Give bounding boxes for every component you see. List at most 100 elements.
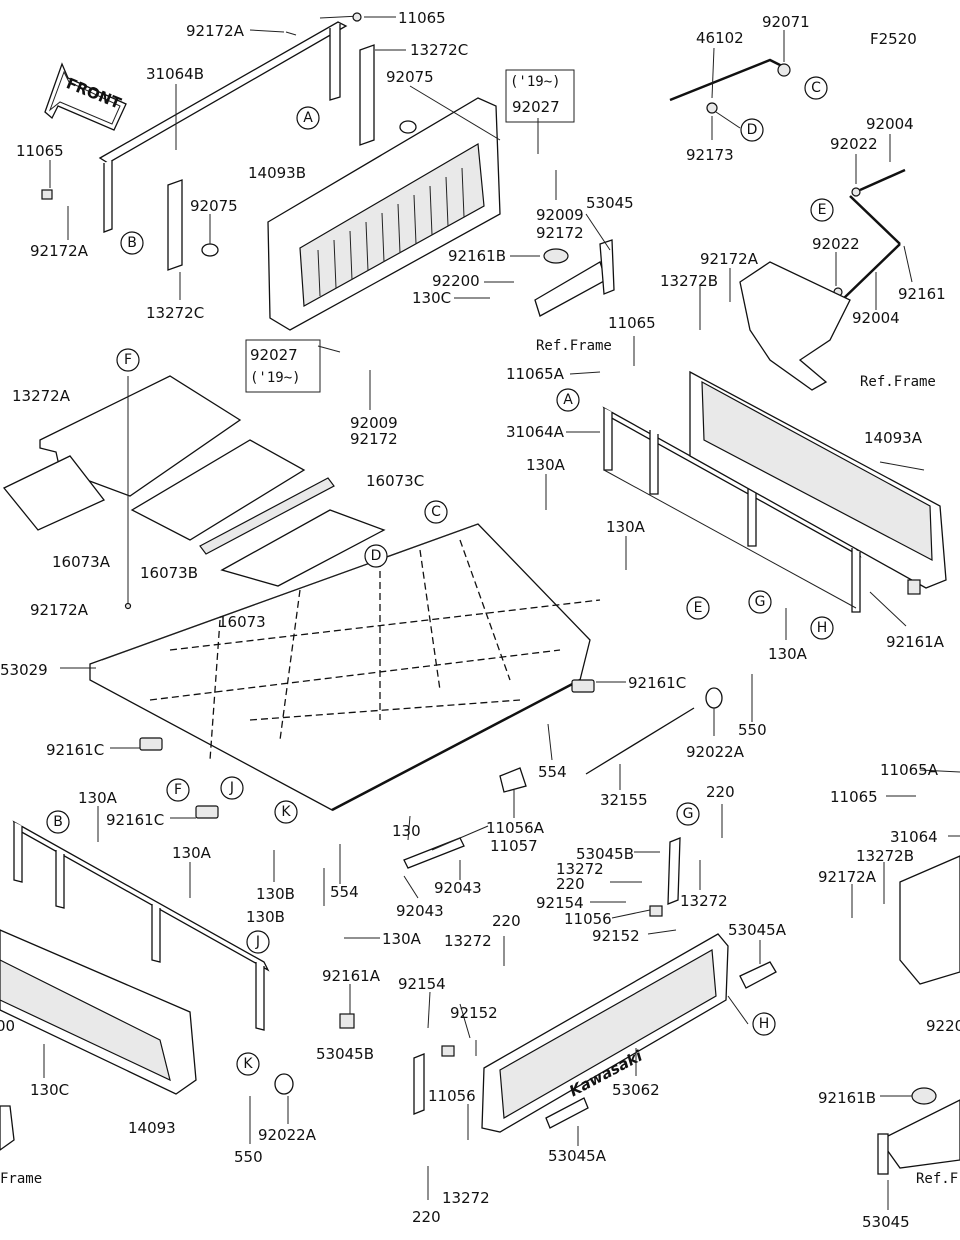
part-number-label: 00	[0, 1017, 15, 1035]
callout-letter: K	[243, 1056, 253, 1072]
reference-note: ('19~)	[250, 370, 301, 386]
part-number-label: 53029	[0, 661, 48, 679]
reference-note: Ref.Frame	[860, 374, 936, 390]
callout-letter: E	[818, 202, 827, 218]
callout-letter: G	[683, 806, 694, 822]
part-number-label: 14093B	[248, 164, 306, 182]
part-number-label: 92009	[350, 414, 398, 432]
ref-frame-left-partial	[0, 1105, 15, 1151]
latch-53045-upper	[534, 261, 607, 317]
part-number-label: 16073C	[366, 472, 424, 490]
part-number-label: 11065A	[506, 365, 565, 383]
part-labels: 92172A 11065 13272C 31064B 92075 46102 9…	[0, 9, 960, 1231]
part-number-label: 92022A	[258, 1126, 317, 1144]
bed-floor-53029	[89, 523, 601, 812]
part-number-label: 92154	[536, 894, 584, 912]
strip-16073C	[199, 477, 335, 555]
callout-letter: B	[127, 235, 137, 251]
part-number-label: 13272	[556, 860, 604, 878]
part-number-label: 13272C	[410, 41, 468, 59]
part-number-label: 13272B	[660, 272, 718, 290]
rail-lower-left	[12, 820, 270, 1031]
part-number-label: 92172A	[186, 22, 245, 40]
part-number-label: 53045B	[576, 845, 634, 863]
side-panel-14093A	[689, 370, 947, 589]
grommet-92075-lower	[201, 243, 219, 257]
part-number-label: 31064A	[506, 423, 565, 441]
year-note-box-upper: ('19~) 92027	[505, 69, 575, 123]
part-number-label: 14093A	[864, 429, 923, 447]
part-number-label: 92022	[830, 135, 878, 153]
callout-letter: J	[229, 780, 234, 796]
rail-31064B	[98, 15, 361, 233]
mat-16073	[220, 509, 386, 587]
part-number-label: 92043	[434, 879, 482, 897]
part-number-label: 92152	[450, 1004, 498, 1022]
pin-92043-lower	[403, 837, 465, 869]
part-number-label: 92161A	[322, 967, 381, 985]
bumper-92161C-right	[571, 679, 595, 693]
part-number-label: 92027	[512, 98, 560, 116]
strap-53045B-lower	[413, 1053, 425, 1115]
cap-92161B-lower	[911, 1087, 937, 1105]
side-panel-right-partial	[899, 855, 960, 985]
part-number-label: 11056	[428, 1087, 476, 1105]
part-number-label: 554	[538, 763, 567, 781]
front-arrow: FRONT	[44, 62, 127, 131]
mat-16073B	[130, 439, 306, 541]
part-number-label: 130C	[30, 1081, 69, 1099]
part-number-label: 220	[706, 783, 735, 801]
part-number-label: 53045	[586, 194, 634, 212]
strap-53045B-upper	[667, 837, 681, 905]
callout-letter: C	[431, 504, 441, 520]
part-number-label: 130A	[526, 456, 566, 474]
cap-92161B-upper	[543, 248, 569, 264]
callout-letter: G	[755, 594, 766, 610]
callout-letter: E	[694, 600, 703, 616]
part-number-label: 92152	[592, 927, 640, 945]
part-number-label: Frame	[0, 1171, 42, 1187]
part-number-label: 130A	[382, 930, 422, 948]
grommet-92075-upper	[399, 120, 417, 134]
part-number-label: 92172A	[30, 601, 89, 619]
part-number-label: 13272	[444, 932, 492, 950]
bracket-13272C-lower	[167, 179, 183, 271]
part-number-label: 92022	[812, 235, 860, 253]
part-number-label: 53045A	[548, 1147, 607, 1165]
bracket-11056-upper	[649, 905, 663, 917]
part-number-label: 130A	[606, 518, 646, 536]
part-number-label: 32155	[600, 791, 648, 809]
cap-11065-top	[352, 12, 362, 22]
leader-lines	[43, 16, 960, 1210]
callout-letter: B	[53, 814, 63, 830]
latch-53045A-right	[739, 961, 777, 989]
part-number-label: 92075	[190, 197, 238, 215]
part-number-label: 554	[330, 883, 359, 901]
part-number-label: 92071	[762, 13, 810, 31]
part-number-label: 92172A	[818, 868, 877, 886]
part-number-label: 92161B	[448, 247, 506, 265]
rod-46102	[669, 58, 783, 102]
part-number-label: 92022A	[686, 743, 745, 761]
bushing-92071	[777, 63, 791, 77]
part-number-label: 92161	[898, 285, 946, 303]
part-number-label: 92004	[866, 115, 914, 133]
part-number-label: 92161B	[818, 1089, 876, 1107]
bumper-92161C-left	[139, 737, 163, 751]
callout-letter: A	[563, 392, 573, 408]
reference-note: ('19~)	[510, 74, 561, 90]
part-number-label: 92200	[432, 272, 480, 290]
clip-92173	[706, 102, 718, 114]
part-number-label: 13272	[680, 892, 728, 910]
part-number-label: 92161C	[46, 741, 104, 759]
part-number-label: 220	[556, 875, 585, 893]
part-number-label: 31064	[890, 828, 938, 846]
callout-letter: F	[174, 782, 182, 798]
part-number-label: 16073	[218, 613, 266, 631]
part-number-label: 92075	[386, 68, 434, 86]
front-panel-14093B	[267, 97, 501, 331]
callout-letter: H	[817, 620, 828, 636]
part-number-label: 13272A	[12, 387, 71, 405]
part-number-label: 13272B	[856, 847, 914, 865]
part-number-label: 92173	[686, 146, 734, 164]
